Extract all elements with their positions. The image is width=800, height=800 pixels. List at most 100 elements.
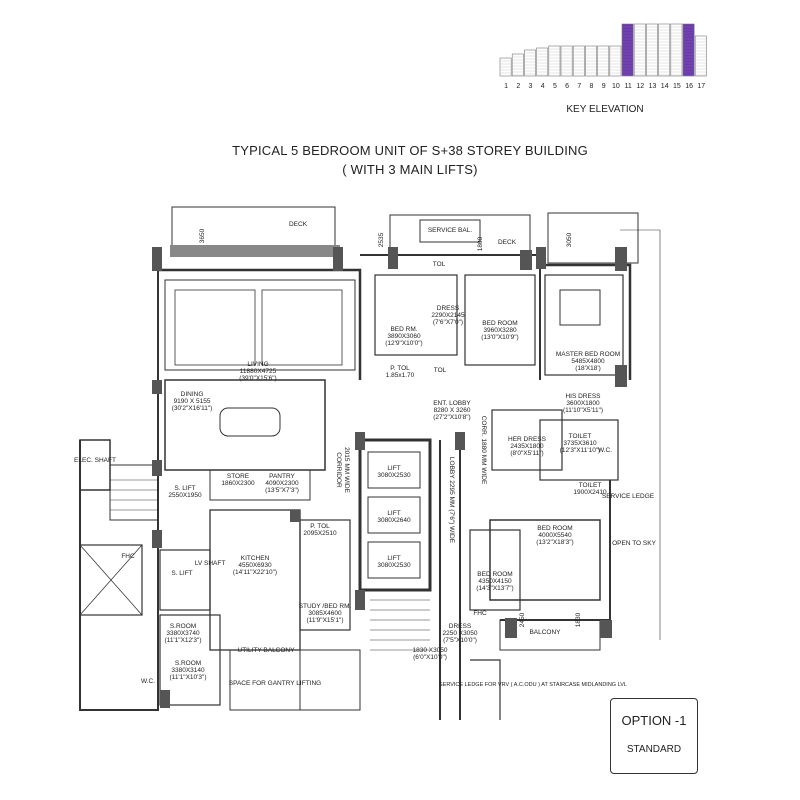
p-tol-dims: 1.85x1.70 [386,372,415,379]
key-elevation-number: 3 [529,83,533,90]
lift3-label: LIFT [387,555,400,562]
master-imp: (18'X18') [575,365,601,372]
key-elevation-number: 16 [685,83,693,90]
dims-1830: 1830 X3050 [412,647,447,654]
bedroom-mid-imp: (14'3"X13'7") [476,585,513,592]
bed-rm-left-imp: (12'9"X10'0") [385,340,422,347]
key-elevation-bar [670,23,683,77]
s-lift-dims: 2550X1950 [168,492,202,499]
toilet-big-label: TOILET [569,433,592,440]
his-dress-label: HIS DRESS [565,393,601,400]
p-tol-label: P. TOL [390,365,410,372]
balcony-label: BALCONY [529,629,561,636]
fhc-mid-label: FHC [473,610,487,617]
s-room2-label: S.ROOM [175,660,201,667]
option-sub: STANDARD [626,744,682,755]
gantry-label: SPACE FOR GANTRY LIFTING [229,680,321,687]
living-dims: 11880X4725 [240,368,277,375]
toilet-big-imp: (12'3"X11'10") [560,447,601,454]
bedroom-top-imp: (13'0"X10'9") [481,334,518,341]
s-lift-label: S. LIFT [174,485,195,492]
dress2-dims: 2250 X3050 [442,630,477,637]
dim-1830: 1830 [575,612,582,627]
her-dress-imp: (8'0"X5'11") [510,450,543,457]
key-elevation-number: 17 [697,83,705,90]
toilet-big-dims: 3735X3610 [563,440,597,447]
pantry-dims: 4090X2300 [265,480,299,487]
dress-dims: 2290X2145 [431,312,465,319]
deck-left-label: DECK [289,221,308,228]
lift1-label: LIFT [387,465,400,472]
study-imp: (11'9"X15'1") [307,617,344,624]
key-elevation-bar [621,23,634,77]
ent-lobby-label: ENT. LOBBY [433,400,471,407]
dim-1800: 1800 [477,236,484,251]
key-elevation-number: 13 [649,83,657,90]
kitchen-label: KITCHEN [241,555,270,562]
bed-rm-left-label: BED RM. [390,326,417,333]
key-elevation-number: 14 [661,83,669,90]
tol-mid-label: TOL [434,367,447,374]
key-elevation-number: 7 [577,83,581,90]
his-dress-imp: (11'10"X5'11") [563,407,603,414]
dining-label: DINING [181,391,204,398]
dress2-label: DRESS [449,623,472,630]
p-tol2-dims: 2095X2510 [303,530,337,537]
s-room2-imp: (11'1"X10'3") [170,674,207,681]
store-dims: 1860X2300 [221,480,255,487]
wc-label: W.C. [598,447,612,454]
lv-shaft-label: LV SHAFT [195,560,226,567]
lobby-wide-label: LOBBY 2295 MM (7'6") WIDE [448,457,455,544]
dim-3050: 3050 [566,232,573,247]
dims-1830-imp: (6'0"X10'0") [413,654,447,661]
her-dress-label: HER DRESS [508,436,547,443]
service-ledge-note: SERVICE LEDGE FOR VRV ( A.C.ODU ) AT STA… [439,682,627,688]
key-elevation-number: 15 [673,83,681,90]
key-elevation-number: 5 [553,83,557,90]
bedroom-mid-dims: 4350X4150 [478,578,512,585]
key-elevation-bar [524,49,536,77]
key-elevation-number: 9 [602,83,606,90]
kitchen-imp: (14'11"X22'10") [233,569,277,576]
s-room1-imp: (11'1"X12'3") [165,637,202,644]
s-room1-label: S.ROOM [170,623,196,630]
key-elevation-bar [694,35,707,77]
key-elevation-bars [499,23,707,77]
elec-shaft-label: ELEC. SHAFT [74,457,116,464]
key-elevation-bar [682,23,695,77]
ent-lobby-dims: 8280 X 3260 [434,407,471,414]
pantry-label: PANTRY [269,473,295,480]
dim-2450: 2450 [519,612,526,627]
lift2-dims: 3080X2640 [377,517,411,524]
ent-lobby-imp: (27'2"X10'8") [433,414,470,421]
bedroom-top-label: BED ROOM [482,320,517,327]
dining-dims: 9190 X 5155 [174,398,211,405]
dim-2535: 2535 [378,232,385,247]
deck-right-label: DECK [498,239,517,246]
dim-3650: 3650 [199,228,206,243]
key-elevation-number: 8 [590,83,594,90]
open-to-sky-label: OPEN TO SKY [612,540,656,547]
fhc-left-label: FHC [121,553,135,560]
plan-title: TYPICAL 5 BEDROOM UNIT OF S+38 STOREY BU… [232,143,588,158]
service-ledge-label: SERVICE LEDGE [602,493,655,500]
living-imp: (39'0"X15'6") [239,375,276,382]
service-bal-label: SERVICE BAL. [428,227,473,234]
bedroom-right-dims: 4000X5540 [538,532,572,539]
pantry-imp: (13'5"X7'3") [265,487,299,494]
key-elevation-bar [536,47,549,77]
s-room2-dims: 3380X3140 [171,667,205,674]
bedroom-top-dims: 3960X3280 [483,327,517,334]
lift2-label: LIFT [387,510,400,517]
dining-imp: (30'2"X16'11") [172,405,213,412]
study-label: STUDY /BED RM. [299,603,352,610]
key-elevation-number: 10 [612,83,620,90]
option-label: OPTION -1 [621,713,687,728]
corr-right-label: CORR. 1880 MM WIDE [480,416,487,485]
key-elevation-number: 1 [504,83,508,90]
key-elevation-number: 2 [516,83,520,90]
